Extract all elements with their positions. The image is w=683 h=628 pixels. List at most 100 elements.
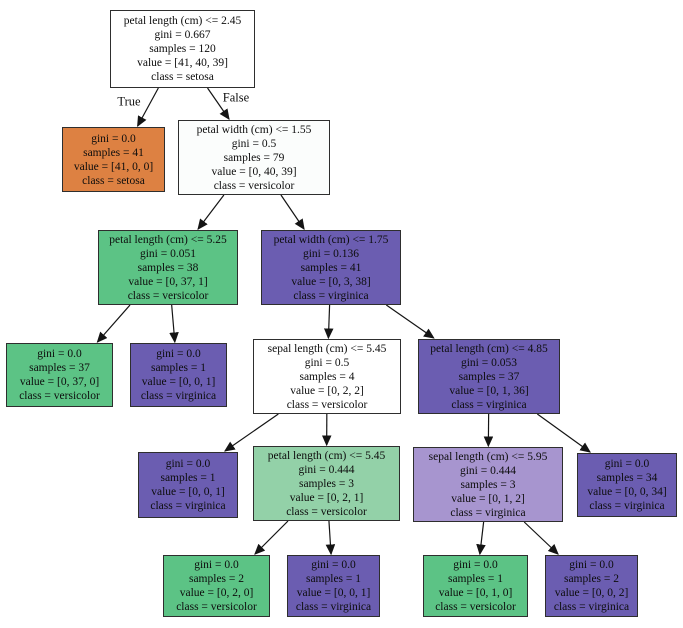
node-line: gini = 0.0 [311, 559, 356, 571]
node-line: samples = 37 [458, 370, 520, 383]
node-line: samples = 2 [188, 573, 245, 585]
node-line: sepal length (cm) <= 5.95 [428, 450, 548, 463]
node-line: value = [0, 1, 2] [451, 492, 525, 505]
node-line: class = versicolor [19, 390, 100, 402]
node-line: class = virginica [553, 601, 630, 613]
tree-edge [254, 520, 289, 555]
node-line: value = [0, 37, 1] [128, 275, 208, 288]
node-line: gini = 0.053 [460, 356, 517, 369]
tree-edge [325, 520, 336, 556]
node-line: gini = 0.0 [194, 559, 239, 571]
tree-node-virginica-leaf-2b: gini = 0.0 samples = 2 value = [0, 0, 2] cl… [545, 555, 638, 617]
node-line: value = [0, 0, 1] [296, 587, 371, 599]
node-line: class = virginica [293, 289, 369, 302]
node-line: samples = 41 [300, 261, 362, 274]
node-line: value = [0, 0, 1] [151, 486, 225, 498]
node-line: value = [41, 0, 0] [73, 160, 154, 173]
node-line: samples = 1 [160, 472, 216, 484]
node-line: gini = 0.0 [156, 348, 201, 360]
node-line: value = [0, 37, 0] [19, 376, 100, 388]
node-line: petal length (cm) <= 5.45 [267, 449, 386, 462]
node-line: samples = 120 [149, 43, 216, 55]
node-line: value = [0, 0, 34] [587, 486, 667, 498]
node-line: class = versicolor [176, 601, 257, 613]
node-line: petal length (cm) <= 4.85 [430, 342, 548, 355]
node-line: value = [0, 2, 0] [179, 587, 254, 599]
node-line: samples = 2 [563, 573, 620, 585]
node-line: gini = 0.0 [604, 458, 650, 470]
node-line: gini = 0.5 [304, 356, 350, 369]
node-line: value = [0, 2, 2] [290, 384, 364, 397]
node-line: class = versicolor [286, 398, 368, 411]
edge-label-false: False [222, 90, 250, 105]
node-line: petal width (cm) <= 1.55 [196, 123, 312, 136]
node-line: gini = 0.0 [91, 132, 136, 145]
node-line: class = virginica [450, 506, 526, 519]
tree-node-virginica-leaf-1a: gini = 0.0 samples = 1 value = [0, 0, 1] cl… [130, 343, 227, 407]
edge-label-true: True [117, 94, 141, 109]
node-line: samples = 41 [83, 146, 144, 159]
node-line: class = virginica [295, 601, 372, 613]
node-line: value = [0, 1, 0] [438, 587, 513, 599]
node-line: value = [0, 0, 2] [554, 587, 629, 599]
node-line: samples = 3 [460, 478, 516, 491]
node-line: class = setosa [151, 71, 214, 83]
node-line: class = virginica [589, 500, 665, 512]
node-line: gini = 0.444 [459, 464, 516, 477]
node-line: value = [0, 0, 1] [141, 376, 216, 388]
node-line: class = versicolor [286, 505, 367, 518]
node-line: samples = 3 [298, 477, 355, 490]
tree-edge [137, 87, 159, 128]
tree-node-virginica-leaf-34: gini = 0.0 samples = 34 value = [0, 0, 34]… [577, 453, 677, 517]
node-line: gini = 0.444 [298, 463, 355, 476]
node-line: gini = 0.0 [37, 348, 82, 360]
node-line: samples = 38 [137, 261, 199, 274]
node-line: class = virginica [451, 398, 527, 411]
node-line: gini = 0.667 [154, 29, 211, 41]
node-line: gini = 0.0 [569, 559, 614, 571]
node-line: value = [0, 3, 38] [291, 275, 371, 288]
node-line: samples = 37 [29, 362, 90, 374]
tree-node-root: petal length (cm) <= 2.45 gini = 0.667 sam… [110, 10, 255, 88]
node-line: gini = 0.136 [302, 247, 359, 260]
tree-node-versicolor-leaf-37: gini = 0.0 samples = 37 value = [0, 37, 0]… [6, 343, 113, 407]
tree-node-versicolor-leaf-2: gini = 0.0 samples = 2 value = [0, 2, 0] cl… [163, 555, 270, 617]
node-line: class = virginica [140, 390, 217, 402]
node-line: samples = 1 [150, 362, 207, 374]
node-line: petal length (cm) <= 2.45 [123, 15, 242, 27]
node-line: samples = 1 [447, 573, 504, 585]
tree-edge [323, 304, 334, 340]
node-line: value = [0, 40, 39] [211, 165, 297, 178]
node-line: class = versicolor [213, 179, 295, 192]
node-line: samples = 4 [299, 370, 355, 383]
tree-edge [385, 304, 435, 339]
tree-node-virginica-leaf-1c: gini = 0.0 samples = 1 value = [0, 0, 1] cl… [287, 555, 380, 617]
node-line: gini = 0.051 [139, 247, 196, 260]
node-line: samples = 1 [305, 573, 362, 585]
node-line: petal length (cm) <= 5.25 [109, 233, 227, 246]
node-line: value = [0, 2, 1] [289, 491, 364, 504]
node-line: class = versicolor [127, 289, 209, 302]
tree-edge [476, 521, 486, 556]
node-line: value = [41, 40, 39] [137, 57, 228, 69]
tree-edge [96, 304, 131, 343]
tree-edge [197, 194, 225, 230]
node-line: value = [0, 1, 36] [449, 384, 529, 397]
node-line: petal width (cm) <= 1.75 [273, 233, 389, 246]
node-line: gini = 0.5 [231, 137, 277, 150]
node-line: class = virginica [150, 500, 226, 512]
node-line: class = versicolor [435, 601, 516, 613]
node-line: samples = 34 [596, 472, 658, 484]
